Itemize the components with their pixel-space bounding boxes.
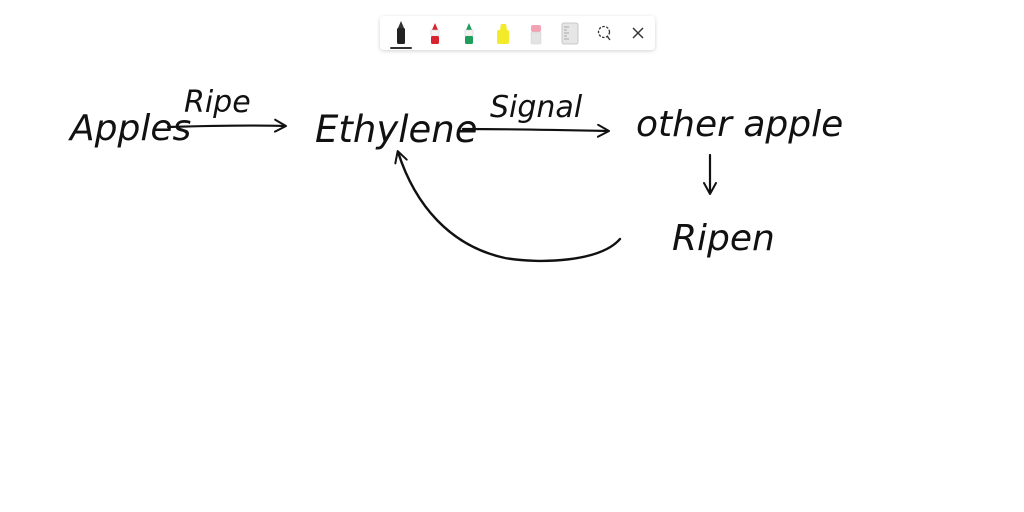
ruler-tool[interactable] <box>553 16 587 50</box>
red-pen-icon <box>430 23 440 44</box>
pen-toolbar <box>380 16 655 50</box>
close-button[interactable] <box>621 16 655 50</box>
highlighter-icon <box>496 24 509 44</box>
arrow-apples-to-ethylene <box>166 118 287 133</box>
green-pen-icon <box>464 23 473 44</box>
eraser-tool[interactable] <box>520 16 554 50</box>
red-pen-tool[interactable] <box>418 16 452 50</box>
lasso-tool[interactable] <box>587 16 621 50</box>
close-icon <box>632 27 644 39</box>
yellow-highlighter-tool[interactable] <box>486 16 520 50</box>
node-apples: Apples <box>68 108 191 149</box>
arrow-ethylene-to-other-apple <box>461 123 610 138</box>
node-ethylene: Ethylene <box>315 108 478 151</box>
green-pen-tool[interactable] <box>452 16 486 50</box>
edge-label-ripe: Ripe <box>184 85 251 120</box>
lasso-icon <box>598 25 611 41</box>
ruler-icon <box>561 22 579 45</box>
black-pen-tool[interactable] <box>384 16 418 50</box>
node-ripen: Ripen <box>672 218 775 259</box>
node-other-apple: other apple <box>636 104 843 145</box>
black-pen-icon <box>396 21 405 44</box>
arrow-feedback-to-ethylene <box>394 150 622 263</box>
edge-label-signal: Signal <box>490 90 583 125</box>
eraser-icon <box>531 25 542 45</box>
